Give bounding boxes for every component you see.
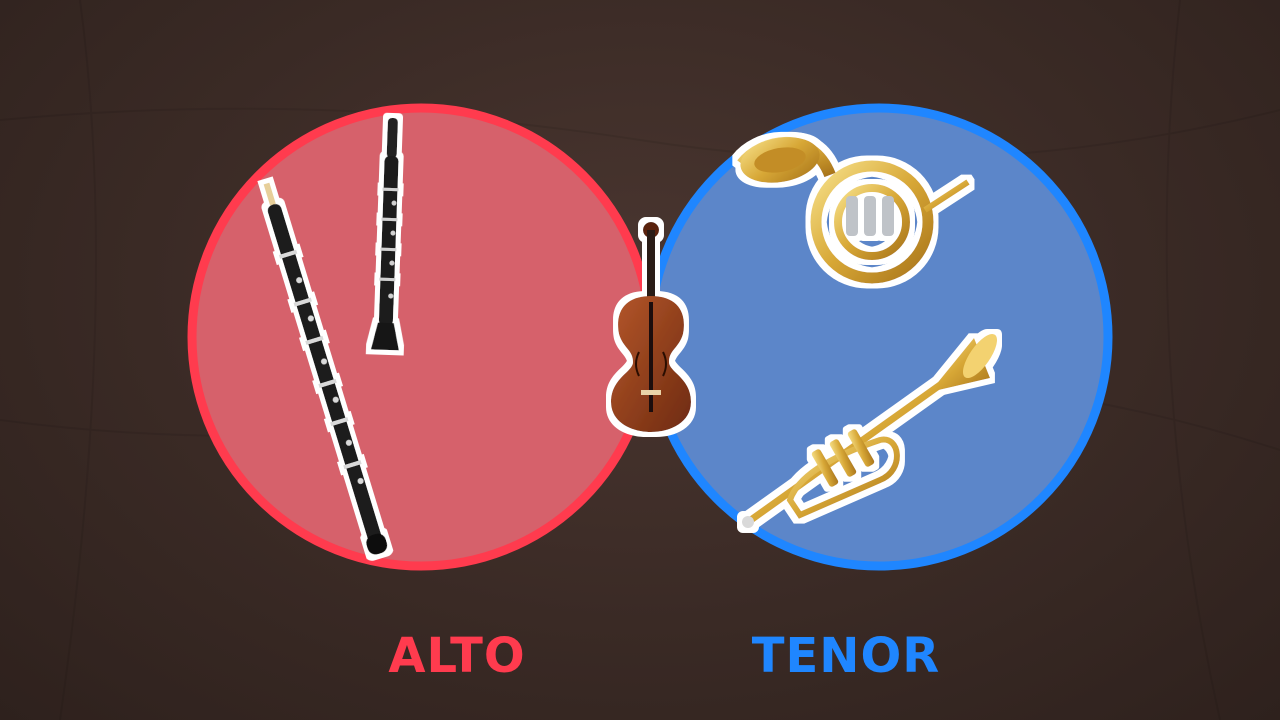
set-tenor (645, 103, 1113, 571)
french-horn-icon (737, 136, 970, 284)
oboe-icon (263, 182, 388, 555)
tenor-circle (645, 103, 1113, 571)
alto-circle (187, 103, 655, 571)
trumpet-icon (742, 333, 998, 528)
tenor-label: TENOR (751, 628, 941, 684)
clarinet-icon (370, 117, 399, 351)
alto-label: ALTO (388, 628, 526, 684)
violin-icon (611, 222, 691, 432)
set-alto (187, 103, 655, 571)
